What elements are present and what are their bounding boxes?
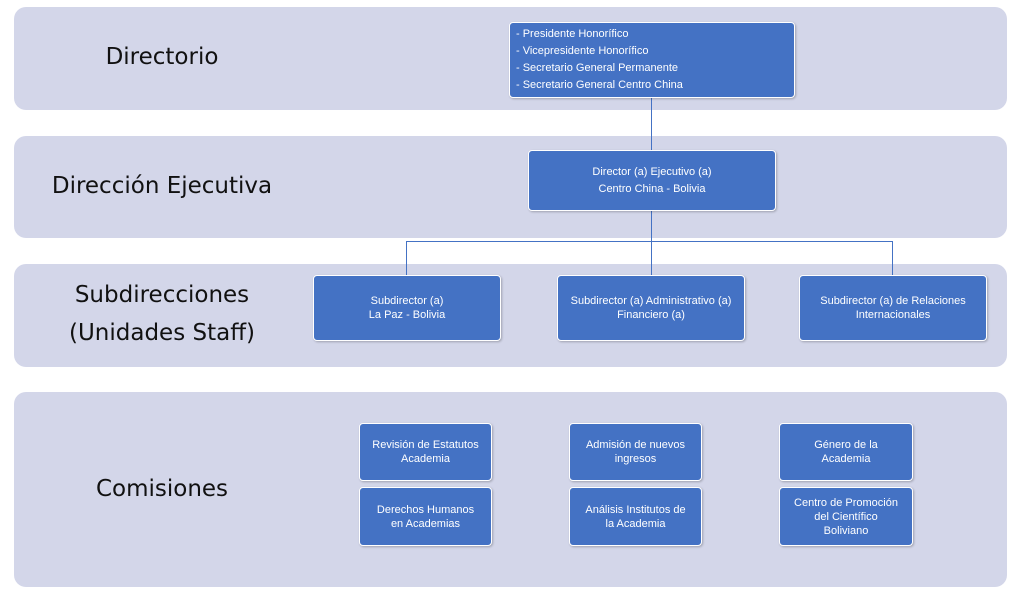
box-line: Subdirector (a) de Relaciones [820,295,966,307]
directorio-item: - Secretario General Centro China [516,79,683,91]
label-subdirecciones-line1: Subdirecciones [74,282,250,308]
subdirector-la-paz-box: Subdirector (a) La Paz - Bolivia [313,275,501,341]
box-line: Centro China - Bolivia [598,183,706,195]
box-line: Internacionales [855,309,931,321]
directorio-members-box: - Presidente Honorífico - Vicepresidente… [509,22,795,98]
box-line: Centro de Promoción [794,496,898,509]
comision-centro-promocion-box: Centro de Promoción del Científico Boliv… [779,487,913,546]
comision-derechos-humanos-box: Derechos Humanos en Academias [359,487,492,546]
label-subdirecciones-line2: (Unidades Staff) [68,320,256,346]
label-directorio: Directorio [105,44,219,70]
connector-directorio-director [651,97,652,150]
comision-genero-box: Género de la Academia [779,423,913,481]
box-line: Admisión de nuevos [585,439,686,451]
box-line: Género de la [814,439,878,451]
box-line: Boliviano [823,524,869,537]
box-line: Director (a) Ejecutivo (a) [592,166,712,178]
label-direccion-ejecutiva: Dirección Ejecutiva [51,173,273,199]
box-line: Análisis Institutos de [585,503,686,516]
connector-director-down [651,210,652,275]
connector-right-sub [892,241,893,276]
comision-analisis-institutos-box: Análisis Institutos de la Academia [569,487,702,546]
box-line: Revisión de Estatutos [372,439,479,451]
box-line: en Academias [390,517,461,530]
directorio-item: - Secretario General Permanente [516,62,679,74]
connector-horizontal [406,241,893,242]
box-line: ingresos [614,453,657,465]
box-line: la Academia [605,517,666,530]
box-line: Subdirector (a) [370,295,444,307]
box-line: Academia [821,453,871,465]
director-ejecutivo-box: Director (a) Ejecutivo (a) Centro China … [528,150,776,211]
connector-left-sub [406,241,407,276]
subdirector-administrativo-box: Subdirector (a) Administrativo (a) Finan… [557,275,745,341]
box-line: del Científico [814,510,878,523]
comision-revision-estatutos-box: Revisión de Estatutos Academia [359,423,492,481]
subdirector-relaciones-box: Subdirector (a) de Relaciones Internacio… [799,275,987,341]
box-line: Subdirector (a) Administrativo (a) [570,295,732,307]
directorio-item: - Presidente Honorífico [516,28,629,40]
box-line: Derechos Humanos [376,503,475,516]
label-subdirecciones: Subdirecciones (Unidades Staff) [42,276,282,352]
box-line: La Paz - Bolivia [368,309,446,321]
label-comisiones: Comisiones [95,476,229,502]
comision-admision-box: Admisión de nuevos ingresos [569,423,702,481]
box-line: Financiero (a) [617,309,685,321]
box-line: Academia [401,453,450,465]
band-direccion-ejecutiva [14,136,1007,238]
directorio-item: - Vicepresidente Honorífico [516,45,649,57]
